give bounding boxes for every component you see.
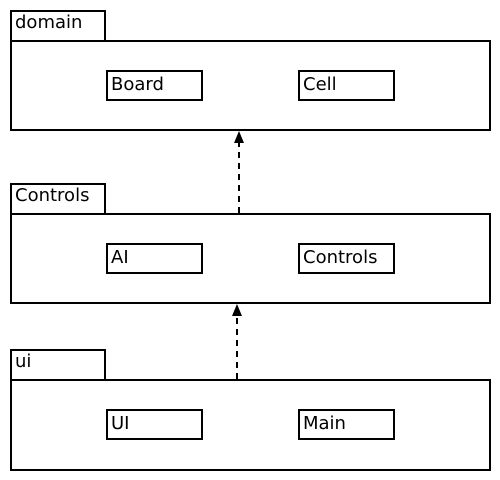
class-board-label: Board	[111, 74, 164, 95]
package-domain-tab: domain	[10, 10, 106, 42]
class-ai: AI	[106, 243, 203, 274]
class-cell-label: Cell	[303, 74, 337, 95]
class-cell: Cell	[298, 70, 395, 101]
package-ui-label: ui	[15, 351, 32, 372]
class-controls: Controls	[298, 243, 395, 274]
package-domain-label: domain	[15, 12, 83, 33]
class-ui: UI	[106, 409, 203, 440]
class-main: Main	[298, 409, 395, 440]
arrowhead-icon	[232, 304, 242, 316]
package-controls	[10, 213, 491, 304]
dependency-controls-to-domain	[234, 131, 244, 213]
class-board: Board	[106, 70, 203, 101]
package-controls-label: Controls	[15, 185, 90, 206]
package-ui-tab: ui	[10, 349, 106, 381]
package-ui	[10, 379, 491, 471]
class-ui-label: UI	[111, 413, 130, 434]
dependency-ui-to-controls	[232, 304, 242, 379]
package-domain	[10, 40, 491, 131]
arrowhead-icon	[234, 131, 244, 143]
class-controls-label: Controls	[303, 247, 378, 268]
class-ai-label: AI	[111, 247, 129, 268]
class-main-label: Main	[303, 413, 346, 434]
